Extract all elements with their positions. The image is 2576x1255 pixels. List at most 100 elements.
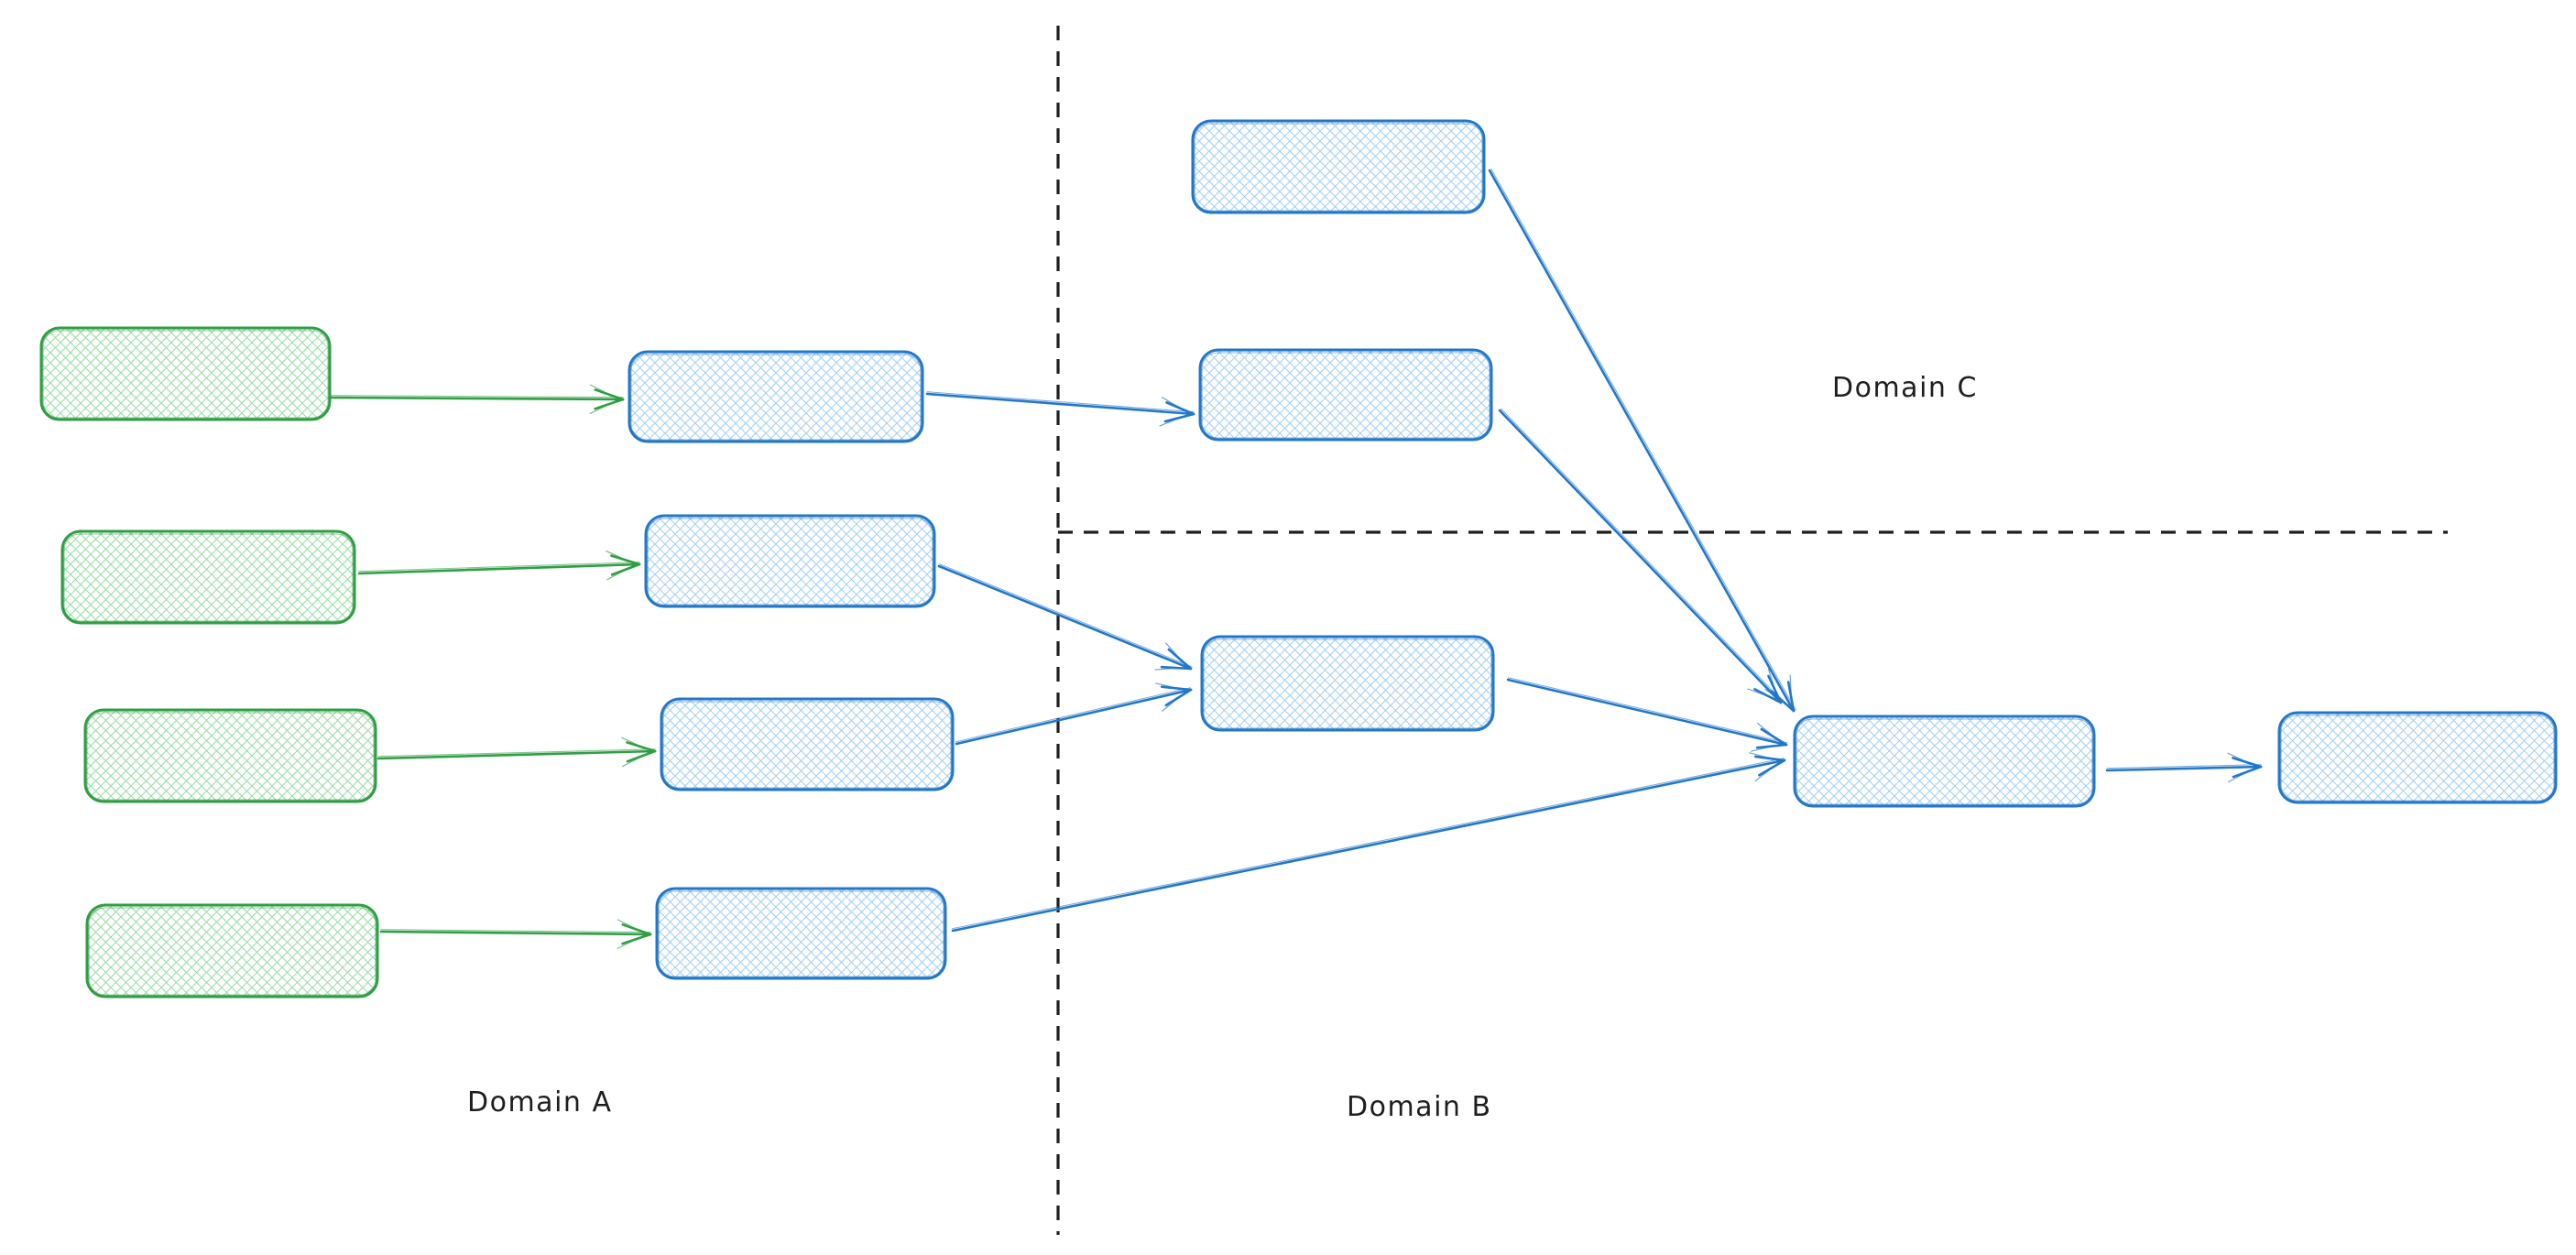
node-a1-sketch-edge (630, 354, 922, 441)
arrow-line (1498, 409, 1783, 704)
arrow-line-sketch (955, 687, 1192, 743)
node-b3-shape (2277, 711, 2558, 804)
node-g2-shape (60, 529, 356, 625)
arrowhead-sketch-1 (1751, 743, 1784, 752)
arrow-line (925, 392, 1195, 416)
node-c1-sketch-edge (1194, 123, 1483, 212)
node-a4-sketch-edge (658, 890, 944, 977)
node-b2-shape (1793, 715, 2096, 808)
arrow-g2-to-a2[interactable] (357, 550, 641, 581)
arrowhead-sketch-0 (589, 384, 620, 400)
arrow-line (330, 396, 625, 401)
node-a4-shape (655, 887, 947, 980)
arrow-b2-to-b3[interactable] (2105, 752, 2263, 783)
arrow-line (1488, 169, 1796, 713)
node-b2[interactable] (1793, 715, 2096, 808)
node-c1-shape (1191, 119, 1486, 214)
arrowhead-sketch-1 (606, 563, 637, 581)
arrowhead-sketch-1 (1747, 688, 1779, 701)
node-a1[interactable] (628, 350, 924, 443)
arrow-line-sketch (939, 563, 1193, 668)
node-b1[interactable] (1200, 635, 1495, 732)
node-a3-sketch-edge (662, 701, 952, 789)
arrow-line (377, 749, 657, 760)
node-b1-sketch-edge (1203, 638, 1492, 729)
arrowhead-sketch-1 (2228, 766, 2258, 783)
node-g2-sketch-edge (63, 533, 354, 622)
arrow-line-sketch (926, 391, 1195, 413)
arrow-g3-to-a3[interactable] (377, 737, 657, 768)
arrow-a4-to-b2[interactable] (951, 752, 1786, 933)
arrow-line (937, 564, 1193, 671)
node-b3[interactable] (2277, 711, 2558, 804)
node-g4-shape (85, 903, 379, 999)
arrow-line (2105, 765, 2263, 772)
node-b3-sketch-edge (2280, 715, 2555, 802)
label-domain-a[interactable]: Domain A (467, 1086, 612, 1119)
arrowhead-sketch-1 (617, 933, 648, 949)
node-c2-shape (1198, 348, 1493, 442)
arrowhead-sketch-0 (2227, 752, 2258, 768)
arrowhead-sketch-0 (1757, 723, 1784, 745)
arrow-a1-to-c2[interactable] (925, 391, 1195, 427)
arrowhead-sketch-1 (1754, 760, 1782, 782)
arrow-line-sketch (377, 748, 656, 758)
label-domain-c[interactable]: Domain C (1832, 372, 1978, 404)
arrow-a3-to-b1[interactable] (955, 682, 1193, 746)
arrowhead-sketch-0 (617, 919, 648, 935)
arrow-line (379, 930, 652, 936)
arrow-a2-to-b1[interactable] (937, 563, 1193, 671)
arrow-line-sketch (1490, 169, 1796, 711)
arrowhead-sketch-1 (1159, 413, 1191, 427)
arrow-c2-to-b2[interactable] (1498, 408, 1784, 704)
node-c2-sketch-edge (1201, 352, 1490, 439)
node-g2[interactable] (60, 529, 356, 625)
arrow-line-sketch (380, 929, 651, 933)
arrow-b1-to-b2[interactable] (1506, 677, 1788, 752)
arrowhead-sketch-0 (1789, 674, 1793, 709)
arrow-line (1506, 678, 1788, 747)
node-a4[interactable] (655, 887, 947, 980)
arrowhead-sketch-0 (1767, 668, 1779, 701)
node-g1-sketch-edge (42, 330, 329, 419)
label-domain-b[interactable]: Domain B (1347, 1091, 1492, 1123)
node-c2[interactable] (1198, 348, 1493, 442)
node-a3-shape (660, 697, 955, 791)
arrowhead-sketch-1 (1162, 690, 1188, 712)
arrow-line (955, 688, 1193, 746)
arrow-line-sketch (1507, 677, 1788, 744)
node-g4[interactable] (85, 903, 379, 999)
node-b1-shape (1200, 635, 1495, 732)
node-g3[interactable] (83, 708, 377, 803)
arrowhead-sketch-0 (606, 550, 637, 565)
node-a2-sketch-edge (647, 518, 933, 606)
arrow-g4-to-a4[interactable] (379, 919, 652, 949)
node-g3-sketch-edge (86, 712, 375, 801)
arrow-line-sketch (331, 395, 624, 398)
node-g3-shape (83, 708, 377, 803)
arrowhead-sketch-0 (621, 737, 652, 752)
arrowhead-sketch-0 (1161, 397, 1191, 415)
arrow-line (951, 758, 1786, 933)
arrow-g1-to-a1[interactable] (330, 384, 625, 415)
node-a2-shape (644, 514, 936, 608)
node-b2-sketch-edge (1796, 718, 2093, 805)
arrow-line-sketch (358, 562, 640, 573)
node-c1[interactable] (1191, 119, 1486, 214)
arrowhead-sketch-0 (1165, 642, 1188, 669)
arrow-line-sketch (1501, 408, 1784, 702)
node-a2[interactable] (644, 514, 936, 608)
arrowhead-sketch-0 (1155, 682, 1188, 692)
node-a1-shape (628, 350, 924, 443)
arrowhead-sketch-1 (622, 750, 652, 768)
node-a3[interactable] (660, 697, 955, 791)
arrow-line-sketch (951, 758, 1785, 930)
arrowhead-sketch-1 (589, 398, 620, 415)
node-g1[interactable] (39, 326, 332, 421)
node-g4-sketch-edge (88, 907, 377, 996)
arrowhead-sketch-0 (1749, 752, 1782, 762)
arrow-line (357, 562, 641, 575)
arrowhead-sketch-1 (1154, 666, 1188, 671)
